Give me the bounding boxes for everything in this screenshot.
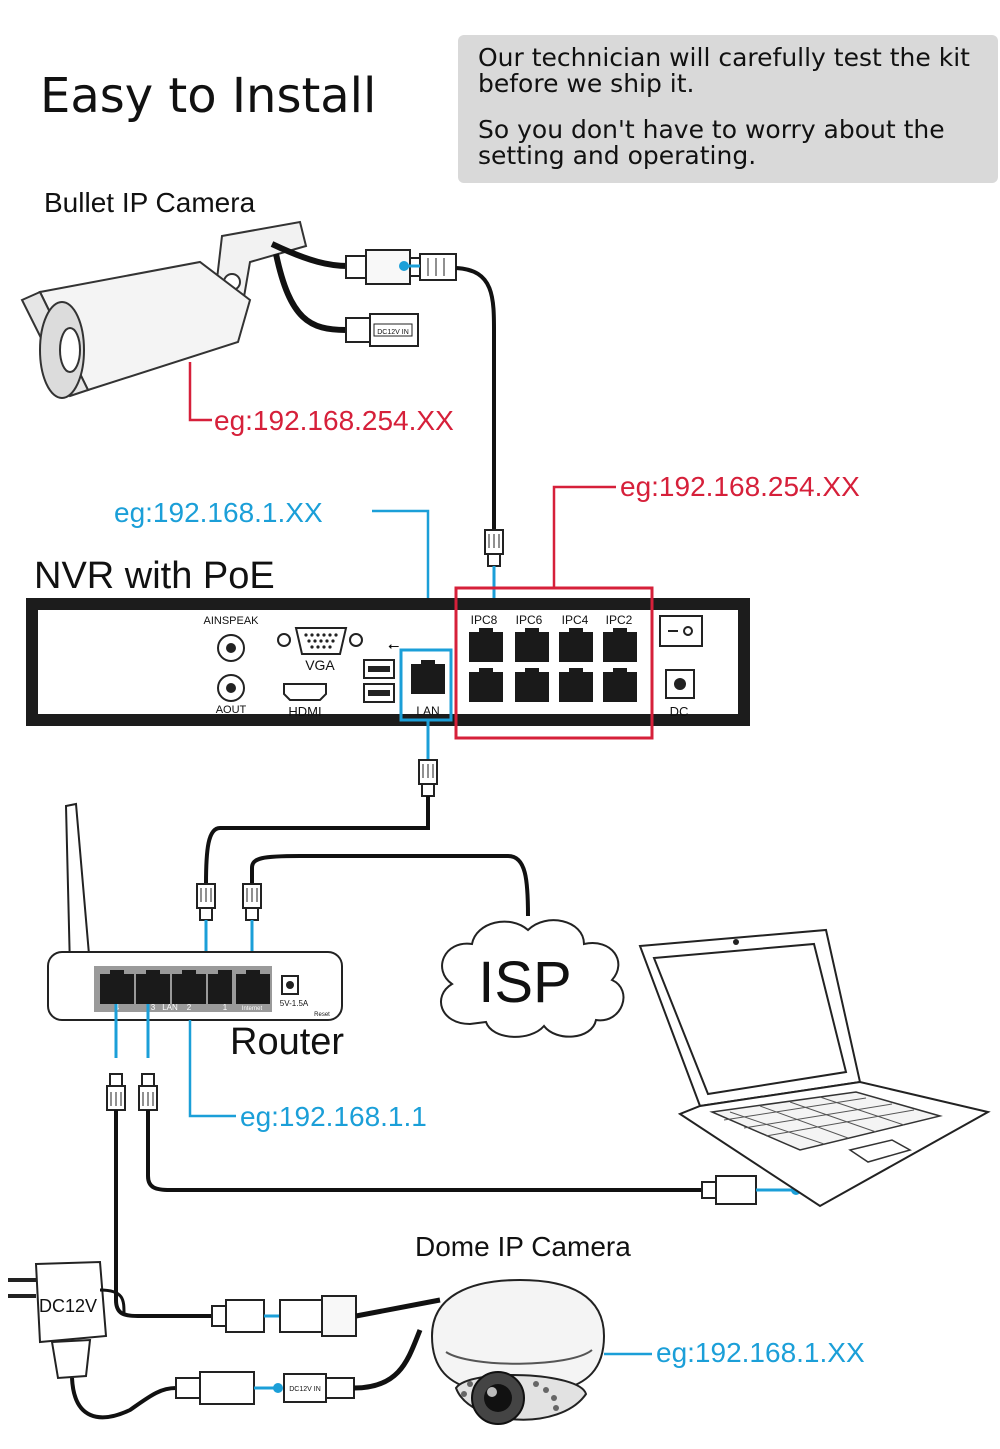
- nvr-device: AINSPEAK AOUT VGA HDMI ⭠ LAN IPC8 IPC6: [26, 586, 750, 740]
- poe-highlight: [454, 586, 654, 740]
- router-to-laptop-cable: [146, 1110, 702, 1192]
- router-antenna: [64, 802, 92, 970]
- bullet-camera: Bullet IP Camera DC12V IN eg:192.168.254…: [20, 187, 457, 436]
- nvr-to-router-cable: [204, 796, 430, 885]
- ipc6-label: IPC6: [516, 613, 543, 627]
- info-line-1: Our technician will carefully test the k…: [478, 43, 970, 98]
- router-port-1: 1: [223, 1003, 228, 1012]
- info-line-2: So you don't have to worry about the set…: [478, 115, 945, 170]
- poe-ip-label: eg:192.168.254.XX: [620, 471, 860, 502]
- laptop: [638, 928, 991, 1208]
- dome-camera-label: Dome IP Camera: [415, 1231, 631, 1262]
- dc-label: DC: [670, 704, 689, 719]
- router-to-dome-cable: [114, 1110, 212, 1318]
- nvr-lan-ip-label: eg:192.168.1.XX: [114, 497, 323, 528]
- ipc2-label: IPC2: [606, 613, 633, 627]
- router-device: 4 3 LAN 2 1 Internet 5V-1.5A Reset Route…: [47, 802, 344, 1063]
- ipc4-label: IPC4: [562, 613, 589, 627]
- isp-cable: [250, 854, 530, 917]
- info-box: Our technician will carefully test the k…: [458, 35, 998, 183]
- isp-cloud: ISP: [440, 919, 625, 1038]
- router-internet-label: Internet: [242, 1006, 263, 1012]
- router-power-label: 5V-1.5A: [280, 999, 309, 1008]
- adapter-label: DC12V: [39, 1296, 97, 1316]
- dc-in-label-bottom: DC12V IN: [289, 1386, 321, 1393]
- bullet-ip-label: eg:192.168.254.XX: [214, 405, 454, 436]
- power-switch: [659, 615, 703, 647]
- router-port-2: 2: [187, 1003, 192, 1012]
- dome-camera: [430, 1278, 606, 1425]
- isp-label: ISP: [478, 950, 572, 1015]
- laptop-touchpad: [848, 1139, 912, 1163]
- nvr-poe-plug: [484, 529, 504, 567]
- page-title: Easy to Install: [40, 68, 377, 124]
- nvr-title: NVR with PoE: [34, 555, 275, 597]
- bullet-to-nvr-cable: [455, 266, 497, 530]
- hdmi-label: HDMI: [288, 704, 321, 719]
- dome-ip-label: eg:192.168.1.XX: [656, 1337, 865, 1368]
- router-label: Router: [230, 1021, 344, 1063]
- router-reset-label: Reset: [314, 1012, 330, 1018]
- usb-icon: ⭠: [388, 637, 399, 653]
- power-adapter: DC12V: [8, 1260, 177, 1420]
- router-ip-label: eg:192.168.1.1: [240, 1101, 427, 1132]
- ipc8-label: IPC8: [471, 613, 498, 627]
- aout-label: AOUT: [216, 704, 247, 716]
- bullet-camera-label: Bullet IP Camera: [44, 187, 256, 218]
- lan-label: LAN: [416, 704, 439, 718]
- router-lan-label: LAN: [162, 1003, 178, 1012]
- vga-label: VGA: [305, 657, 335, 673]
- ainspeak-label: AINSPEAK: [203, 615, 259, 627]
- nvr-lan-highlight: [399, 648, 453, 722]
- dc-in-label-top: DC12V IN: [377, 329, 409, 336]
- router-port-3: 3: [151, 1003, 156, 1012]
